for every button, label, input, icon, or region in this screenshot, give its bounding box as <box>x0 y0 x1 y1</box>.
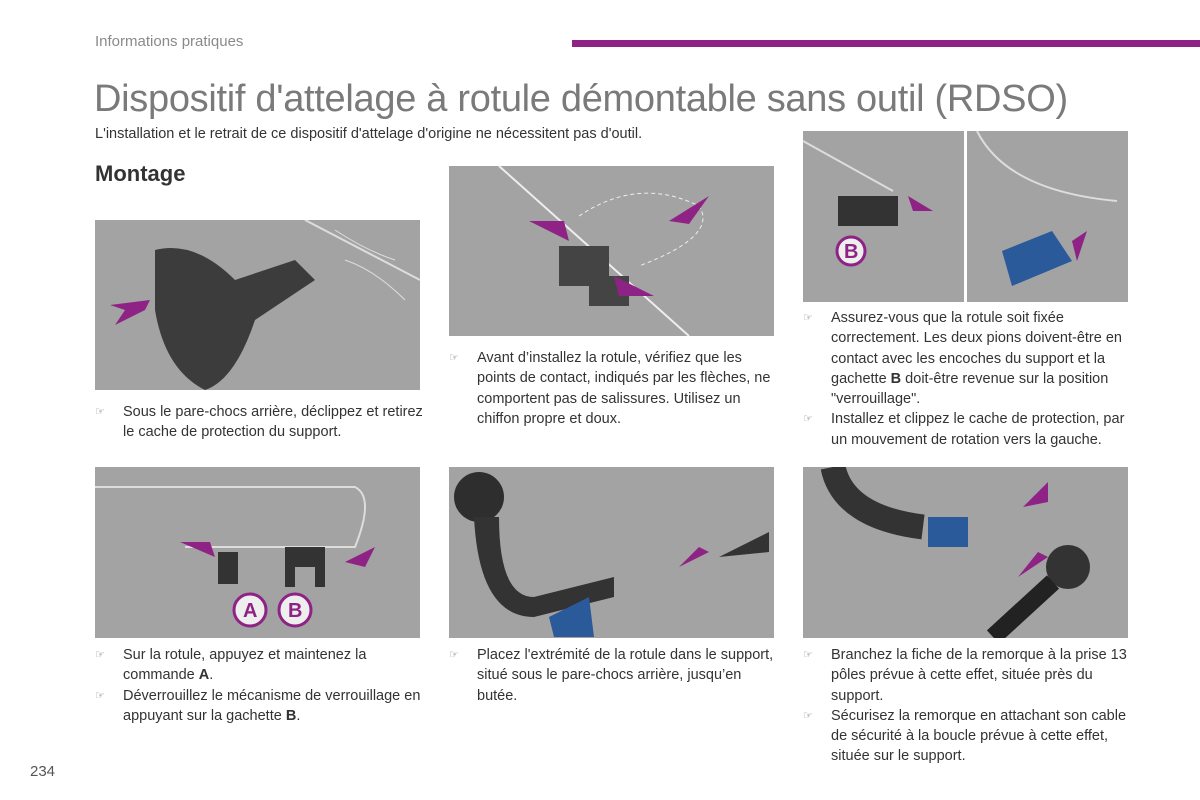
pointing-hand-icon: ☞ <box>449 649 459 661</box>
step-text: doit-être revenue sur la position "verro… <box>831 370 1109 408</box>
step-text: Déverrouillez le mécanisme de verrouilla… <box>123 687 421 724</box>
section-accent-bar <box>572 40 1200 47</box>
step-text: . <box>209 667 214 684</box>
label-b: B <box>288 600 302 622</box>
illustration-install-cover <box>967 131 1128 302</box>
label-b: B <box>844 241 858 263</box>
section-header: Informations pratiques <box>95 33 244 50</box>
illustration-connect-plug <box>803 467 1128 638</box>
step-text-bold: B <box>890 370 902 387</box>
step-text-bold: B <box>285 707 297 724</box>
pointing-hand-icon: ☞ <box>803 649 813 661</box>
pointing-hand-icon: ☞ <box>449 352 459 364</box>
step-text: Installez et clippez le cache de protect… <box>831 411 1125 448</box>
pointing-hand-icon: ☞ <box>803 709 813 722</box>
label-a: A <box>243 600 257 622</box>
pointing-hand-icon: ☞ <box>95 689 105 702</box>
illustration-contact-points <box>449 166 774 336</box>
step-text: Assurez-vous que la rotule soit fixée co… <box>831 310 1122 387</box>
step-2-text: ☞ Avant d’installez la rotule, vérifiez q… <box>449 348 779 429</box>
step-6-text: ☞ Branchez la fiche de la remorque à la p… <box>803 645 1133 767</box>
page-title: Dispositif d'attelage à rotule démontabl… <box>94 78 1068 120</box>
pointing-hand-icon: ☞ <box>803 413 813 426</box>
step-4-text: ☞ Sur la rotule, appuyez et maintenez la … <box>95 645 425 726</box>
illustration-press-a-b: A B <box>95 467 420 638</box>
intro-text: L'installation et le retrait de ce dispo… <box>95 126 643 142</box>
illustration-insert-ball <box>449 467 774 638</box>
step-text: . <box>296 707 301 724</box>
step-text: Avant d’installez la rotule, vérifiez qu… <box>477 350 771 427</box>
pointing-hand-icon: ☞ <box>95 649 105 661</box>
step-3-text: ☞ Assurez-vous que la rotule soit fixée c… <box>803 308 1133 450</box>
illustration-remove-cover <box>95 220 420 390</box>
illustration-locking-check: B <box>803 131 964 302</box>
step-text: Sur la rotule, appuyez et maintenez la c… <box>123 647 367 684</box>
step-5-text: ☞ Placez l'extrémité de la rotule dans le… <box>449 645 779 706</box>
pointing-hand-icon: ☞ <box>803 312 813 324</box>
step-text: Sécurisez la remorque en attachant son c… <box>831 707 1127 765</box>
step-1-text: ☞ Sous le pare-chocs arrière, déclippez e… <box>95 402 425 443</box>
subtitle-montage: Montage <box>95 161 186 186</box>
step-text: Branchez la fiche de la remorque à la pr… <box>831 647 1127 704</box>
step-text-bold: A <box>198 667 210 684</box>
page-number: 234 <box>30 763 56 780</box>
step-text: Sous le pare-chocs arrière, déclippez et… <box>123 404 423 441</box>
pointing-hand-icon: ☞ <box>95 406 105 418</box>
step-text: Placez l'extrémité de la rotule dans le … <box>477 647 774 704</box>
